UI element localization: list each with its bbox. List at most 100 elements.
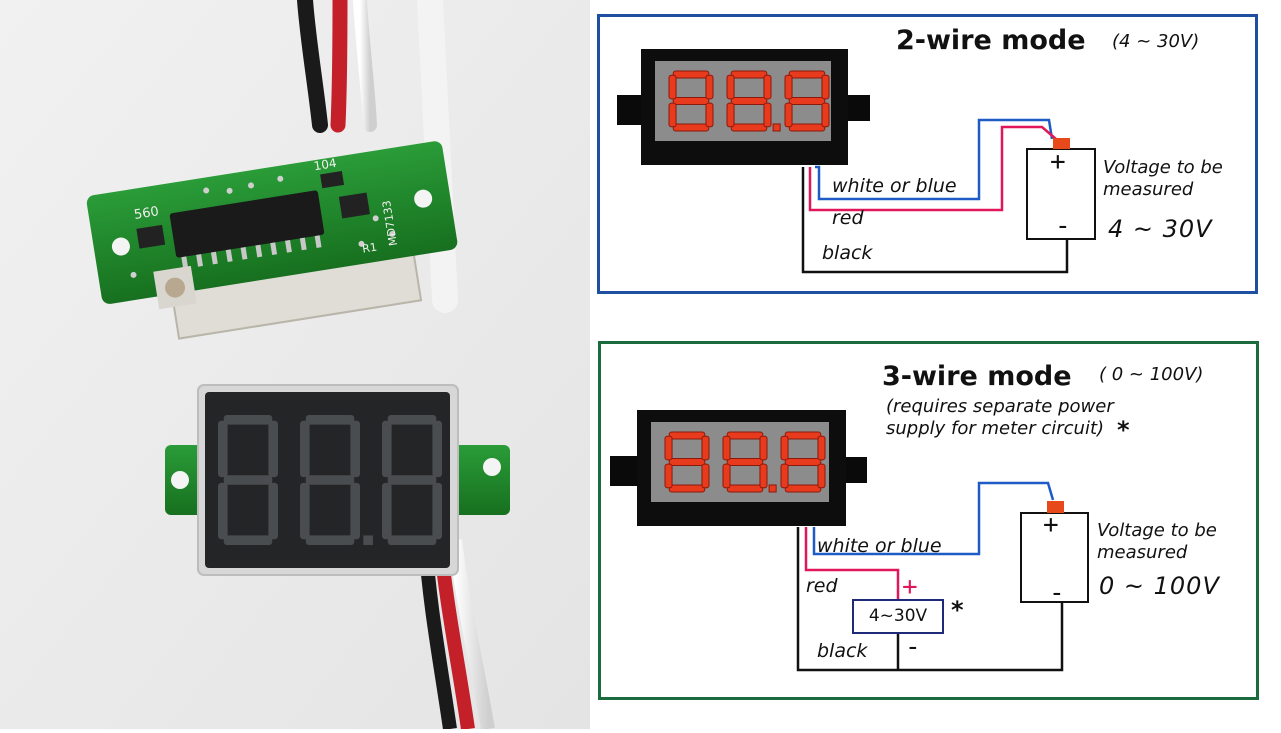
digit-3-segment-e	[784, 102, 793, 128]
three-wire-note: (requires separate power supply for mete…	[886, 396, 1114, 439]
digit-1-segment-b	[705, 74, 714, 100]
digit-2-segment-g	[305, 475, 355, 485]
digit-3-segment-b	[432, 420, 442, 478]
digit-2-segment-e	[300, 482, 310, 540]
digit-2-segment-f	[726, 74, 735, 100]
digit-1-segment-a	[223, 415, 273, 425]
digit-1-segment-g	[668, 457, 706, 467]
three-wire-battery-plus: +	[1043, 510, 1059, 540]
digit-1-segment-g	[223, 475, 273, 485]
digit-1-segment-c	[705, 102, 714, 128]
two-wire-left-tab	[617, 95, 644, 125]
two-wire-red-wire	[808, 125, 1057, 212]
digit-3-segment-a	[784, 431, 822, 440]
digit-1-segment-a	[668, 431, 706, 440]
three-wire-diagram	[610, 410, 1089, 672]
two-wire-label-ground: black	[822, 242, 873, 264]
digit-2-decimal-point	[768, 484, 777, 493]
digit-3-segment-f	[784, 74, 793, 100]
pcb-mark-560: 560	[133, 204, 160, 223]
digit-1-segment-d	[672, 123, 710, 132]
digit-1-segment-b	[701, 435, 710, 461]
digit-3-segment-g	[788, 96, 826, 106]
two-wire-battery-plus: +	[1050, 147, 1066, 177]
digit-1-segment-d	[668, 484, 706, 493]
photo-digits	[218, 415, 442, 545]
digit-1-segment-b	[268, 420, 278, 478]
digit-3-segment-a	[387, 415, 437, 425]
three-wire-range: ( 0 ~ 100V)	[1099, 364, 1204, 385]
digit-2-segment-f	[722, 435, 731, 461]
three-wire-battery-minus: -	[1049, 578, 1065, 608]
digit-2-segment-g	[726, 457, 764, 467]
digit-1-segment-f	[668, 74, 677, 100]
three-wire-title: 3-wire mode	[882, 361, 1072, 392]
three-wire-meter-digits	[664, 431, 826, 493]
digit-1-segment-e	[664, 463, 673, 489]
digit-1-segment-c	[701, 463, 710, 489]
digit-2-segment-a	[730, 70, 768, 79]
three-wire-right-tab	[842, 457, 867, 483]
digit-2-segment-c	[763, 102, 772, 128]
two-wire-label-power: red	[832, 207, 864, 229]
digit-2-segment-a	[726, 431, 764, 440]
digit-2-segment-c	[759, 463, 768, 489]
digit-3-segment-g	[387, 475, 437, 485]
three-wire-battery-terminal	[1047, 501, 1064, 513]
two-wire-meter-digits	[668, 70, 830, 132]
digit-1-segment-a	[672, 70, 710, 79]
digit-2-segment-b	[763, 74, 772, 100]
product-photo: 560 104 R1 MD7133	[0, 0, 590, 731]
two-wire-right-tab	[847, 95, 870, 121]
digit-2-segment-b	[759, 435, 768, 461]
three-wire-psu-asterisk: *	[951, 596, 964, 624]
three-wire-battery	[1020, 512, 1089, 603]
two-wire-diagram	[617, 49, 1096, 274]
three-wire-voltage-note: Voltage to be measured	[1097, 520, 1217, 563]
digit-2-segment-c	[350, 482, 360, 540]
three-wire-label-power: red	[806, 575, 838, 597]
top-module-pcb: 560 104 R1 MD7133	[86, 141, 458, 340]
digit-2-segment-e	[722, 463, 731, 489]
digit-3-segment-e	[382, 482, 392, 540]
digit-1-segment-f	[218, 420, 228, 478]
two-wire-battery	[1026, 148, 1096, 240]
three-wire-red-wire	[804, 527, 900, 599]
three-wire-left-tab	[610, 456, 639, 486]
two-wire-range: (4 ~ 30V)	[1112, 31, 1200, 52]
digit-2-segment-d	[730, 123, 768, 132]
two-wire-battery-terminal	[1053, 138, 1070, 149]
two-wire-voltage-range: 4 ~ 30V	[1108, 215, 1213, 243]
digit-3-segment-f	[382, 420, 392, 478]
three-wire-psu-minus: -	[905, 632, 921, 662]
digit-3-segment-d	[788, 123, 826, 132]
digit-3-segment-c	[821, 102, 830, 128]
digit-2-segment-d	[305, 535, 355, 545]
pcb-mark-104: 104	[313, 156, 338, 173]
two-wire-title: 2-wire mode	[896, 25, 1086, 56]
digit-2-segment-g	[730, 96, 768, 106]
two-wire-battery-minus: -	[1055, 211, 1071, 241]
three-wire-black-wire	[796, 527, 1064, 672]
three-wire-blue-wire	[812, 481, 1055, 556]
digit-3-segment-d	[784, 484, 822, 493]
digit-3-segment-g	[784, 457, 822, 467]
digit-3-segment-c	[432, 482, 442, 540]
two-wire-panel: 2-wire mode (4 ~ 30V) white or blue red …	[597, 14, 1258, 294]
three-wire-label-ground: black	[817, 640, 868, 662]
two-wire-label-signal: white or blue	[832, 175, 957, 197]
digit-2-decimal-point	[363, 535, 373, 545]
three-wire-panel: 3-wire mode ( 0 ~ 100V) (requires separa…	[598, 341, 1259, 700]
digit-1-segment-d	[223, 535, 273, 545]
digit-2-segment-a	[305, 415, 355, 425]
digit-2-segment-b	[350, 420, 360, 478]
digit-3-segment-b	[821, 74, 830, 100]
digit-2-segment-e	[726, 102, 735, 128]
digit-3-segment-d	[387, 535, 437, 545]
three-wire-voltage-range: 0 ~ 100V	[1099, 572, 1220, 600]
digit-3-segment-a	[788, 70, 826, 79]
three-wire-label-signal: white or blue	[817, 535, 942, 557]
voltmeter-photo-illustration: 560 104 R1 MD7133	[0, 0, 590, 731]
digit-1-segment-e	[218, 482, 228, 540]
digit-3-segment-c	[817, 463, 826, 489]
